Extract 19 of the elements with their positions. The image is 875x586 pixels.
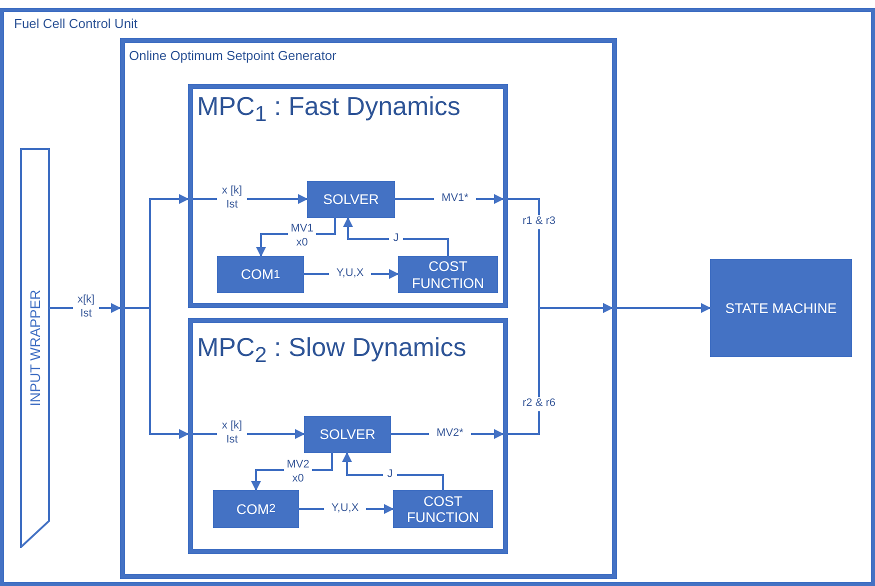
frame-title: Online Optimum Setpoint Generator (129, 48, 336, 63)
arrow (343, 217, 449, 256)
controller-frame (188, 318, 508, 554)
module-frame (120, 38, 617, 579)
frame-title: MPC$_{2}$ : Slow Dynamics (197, 332, 466, 368)
solver-block: SOLVER (304, 416, 391, 453)
arrow (342, 452, 444, 490)
frame-title: Fuel Cell Control Unit (14, 16, 138, 31)
solver-block: SOLVER (307, 181, 395, 218)
controller-frame (188, 84, 508, 308)
frame-title: MPC$_{1}$ : Fast Dynamics (197, 91, 460, 128)
block-label: INPUT WRAPPER (27, 290, 43, 406)
input-wrapper-block (20, 148, 50, 548)
arrow (508, 303, 613, 435)
cost-function-block: COST FUNCTION (393, 490, 493, 528)
cost-function-block: COST FUNCTION (398, 256, 498, 293)
system-frame (0, 8, 875, 586)
arrow (617, 303, 711, 313)
state-machine-block: STATE MACHINE (710, 259, 852, 357)
